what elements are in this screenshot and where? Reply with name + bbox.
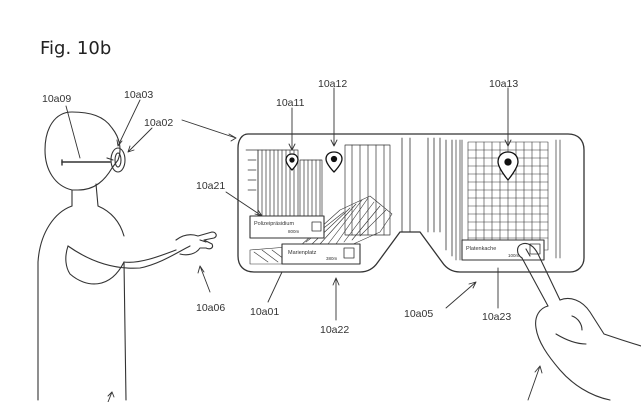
info-box-polizei: Polizeipräsidium 800m — [249, 215, 325, 239]
info-box-marien: Marienplatz 380m — [281, 243, 361, 265]
label-10a13: 10a13 — [489, 78, 518, 90]
touching-hand — [516, 242, 641, 401]
info-box-marien-sub: 380m — [326, 256, 338, 261]
label-10a23: 10a23 — [482, 311, 511, 323]
pin-10a13 — [497, 151, 519, 181]
left-scene-buildings — [245, 144, 391, 236]
person-figure — [37, 111, 217, 401]
leader-lines — [65, 87, 543, 402]
label-10a06: 10a06 — [196, 302, 225, 314]
label-10a11: 10a11 — [276, 97, 305, 109]
info-box-polizei-title: Polizeipräsidium — [254, 221, 294, 227]
info-box-marien-title: Marienplatz — [288, 250, 317, 256]
arm-lower — [123, 249, 177, 263]
label-10a03: 10a03 — [124, 89, 153, 101]
label-10a09: 10a09 — [42, 93, 71, 105]
figure-title: Fig. 10b — [40, 38, 112, 59]
info-box-platen-title: Platenkache — [466, 246, 496, 252]
info-box-polizei-sub: 800m — [288, 229, 300, 234]
front-outline — [123, 261, 127, 401]
label-10a21: 10a21 — [196, 180, 225, 192]
label-10a22: 10a22 — [320, 324, 349, 336]
display-outline — [237, 133, 585, 273]
pointing-hand — [175, 231, 217, 256]
reference-labels: 10a09 10a03 10a02 10a21 10a06 10a01 10a1… — [42, 78, 518, 336]
display-panel: Polizeipräsidium 800m Marienplatz 380m P… — [237, 133, 585, 273]
label-10a02: 10a02 — [144, 117, 173, 129]
arm-upper — [67, 245, 191, 269]
label-10a05: 10a05 — [404, 308, 433, 320]
head-outline — [44, 111, 121, 191]
info-box-platen: Platenkache 100m — [461, 239, 545, 261]
glasses — [61, 147, 126, 173]
elbow — [65, 245, 125, 285]
label-10a12: 10a12 — [318, 78, 347, 90]
map-pins — [285, 151, 519, 181]
neck-outline — [71, 183, 99, 207]
info-box-platen-sub: 100m — [508, 253, 520, 258]
shoulder-outline — [97, 205, 125, 237]
back-outline — [37, 205, 73, 401]
label-10a01: 10a01 — [250, 306, 279, 318]
glasses-lens — [110, 147, 126, 173]
